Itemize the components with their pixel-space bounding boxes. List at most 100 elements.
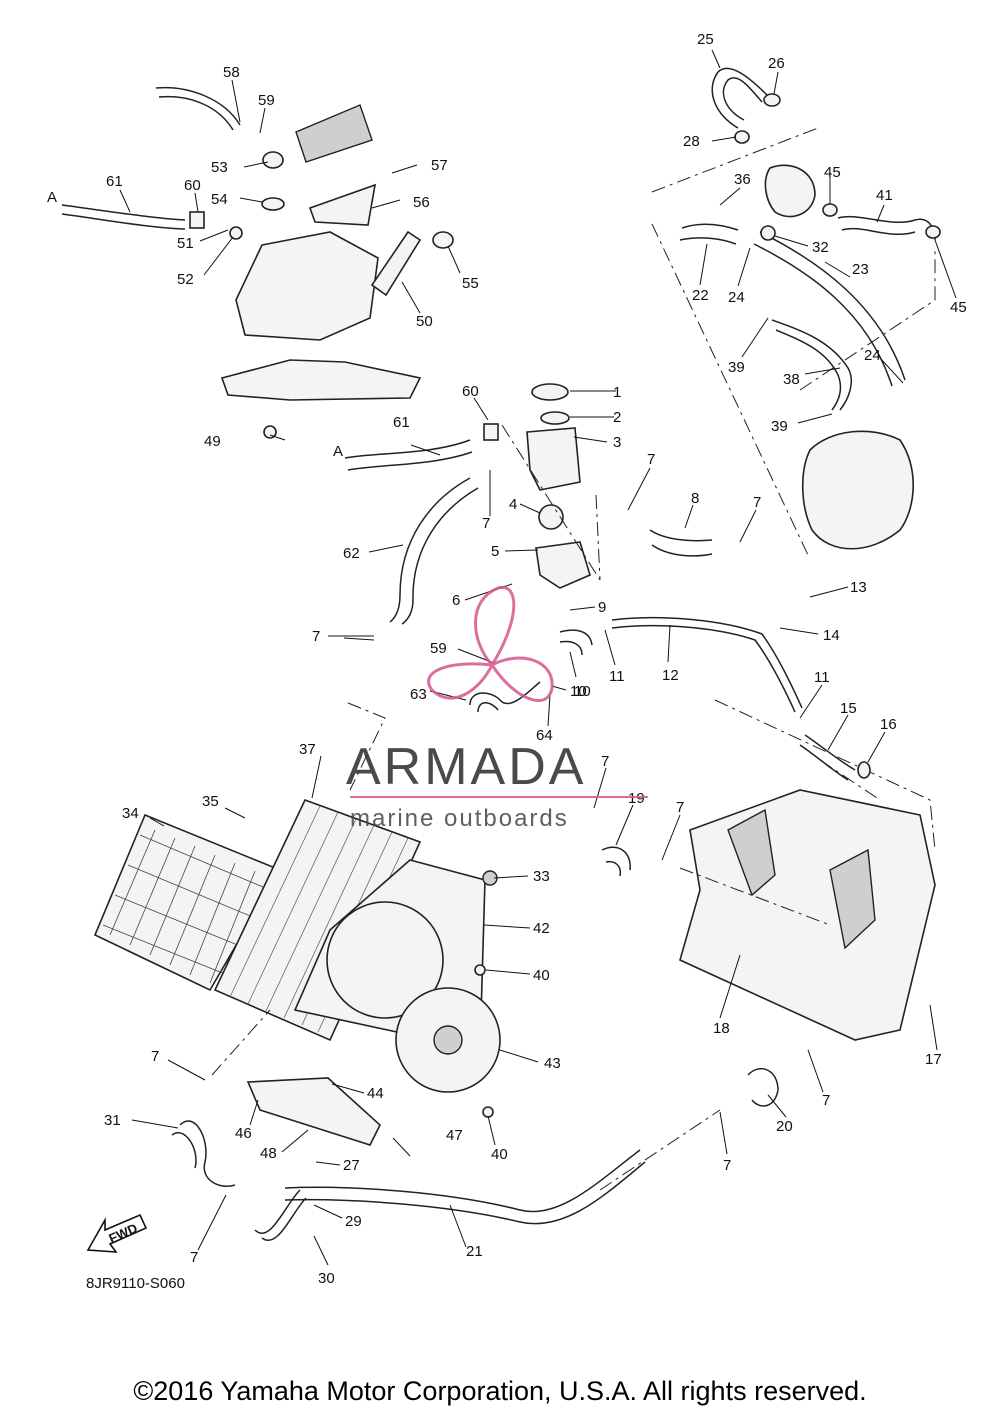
callout-6: 6	[452, 592, 460, 609]
bracket-plate-18	[679, 789, 936, 1041]
callout-54: 54	[211, 191, 228, 208]
callout-42: 42	[533, 920, 550, 937]
hose-8	[649, 529, 713, 557]
bracket-dash	[679, 759, 881, 926]
callout-3: 3	[613, 434, 621, 451]
hose-31	[171, 1120, 236, 1187]
propeller-blade-3	[427, 662, 495, 700]
clamp-28	[734, 130, 750, 144]
hose-63	[469, 681, 541, 713]
callout-7-filler: 7	[482, 515, 490, 532]
callout-61-upper: 61	[106, 173, 123, 190]
callout-36: 36	[734, 171, 751, 188]
hose-21-lower	[254, 1189, 307, 1241]
callout-41: 41	[876, 187, 893, 204]
callout-17: 17	[925, 1051, 942, 1068]
pump-bracket-dash	[651, 127, 936, 556]
callout-39-upper: 39	[728, 359, 745, 376]
propeller-blade-1	[474, 585, 516, 668]
fwd-label: FWD	[107, 1220, 140, 1246]
callout-7-duct-left: 7	[601, 753, 609, 770]
callout-57: 57	[431, 157, 448, 174]
callout-49: 49	[204, 433, 221, 450]
bolt-49	[263, 425, 277, 439]
hose-41	[837, 215, 936, 241]
propeller-logo-icon	[427, 585, 554, 703]
hose-20	[747, 1068, 779, 1107]
bracket-group	[601, 759, 936, 1107]
callout-18: 18	[713, 1020, 730, 1037]
cap-gasket-2	[540, 411, 570, 425]
callout-23: 23	[852, 261, 869, 278]
clamp-16	[857, 761, 871, 779]
reservoir-hose-58	[155, 86, 241, 131]
callout-11-left: 11	[609, 668, 625, 685]
callout-51: 51	[177, 235, 194, 252]
reservoir-tank-50	[235, 231, 379, 341]
callout-16: 16	[880, 716, 897, 733]
callout-60-upper: 60	[184, 177, 201, 194]
callout-33: 33	[533, 868, 550, 885]
watermark-title: ARMADA	[346, 738, 586, 796]
callout-7-hose62: 7	[312, 628, 320, 645]
watermark-subtitle: marine outboards	[350, 805, 569, 832]
callout-31: 31	[104, 1112, 121, 1129]
thermostat-housing-upper	[764, 164, 816, 218]
thermostat-cover-5	[535, 541, 591, 589]
callout-38: 38	[783, 371, 800, 388]
reservoir-cover-plate	[295, 104, 373, 163]
callout-10-clamp: 10	[574, 683, 591, 700]
callout-50: 50	[416, 313, 433, 330]
hose-10	[559, 629, 593, 656]
callout-22: 22	[692, 287, 709, 304]
callout-46: 46	[235, 1125, 252, 1142]
clamp-45b	[925, 225, 941, 239]
bracket-mount-right	[829, 848, 876, 950]
callout-15: 15	[840, 700, 857, 717]
propeller-blade-2	[489, 656, 554, 703]
callout-4: 4	[509, 496, 517, 513]
pipe-12	[611, 616, 803, 713]
hose-19	[601, 846, 631, 877]
callout-39-lower: 39	[771, 418, 788, 435]
filler-neck	[526, 427, 581, 491]
reservoir-spout	[370, 230, 422, 297]
leader-lines	[119, 49, 957, 1266]
thermostat-group	[344, 383, 936, 851]
water-pump-body	[801, 430, 914, 550]
hose-38	[771, 319, 852, 411]
callout-56: 56	[413, 194, 430, 211]
fwd-arrow-icon: FWD	[86, 1213, 148, 1253]
callout-25: 25	[697, 31, 714, 48]
callout-60-lower: 60	[462, 383, 479, 400]
clamp-26	[763, 93, 781, 107]
reservoir-bracket-56	[308, 183, 377, 226]
callout-52: 52	[177, 271, 194, 288]
callout-29: 29	[345, 1213, 362, 1230]
callout-59-lower: 59	[430, 640, 447, 657]
hose-61b	[344, 439, 473, 471]
fitting-60b	[483, 423, 499, 441]
callout-40-lower: 40	[491, 1146, 508, 1163]
reservoir-hose-61a	[61, 204, 186, 230]
callout-45-right: 45	[950, 299, 967, 316]
callout-9: 9	[598, 599, 606, 616]
callout-62: 62	[343, 545, 360, 562]
callout-28: 28	[683, 133, 700, 150]
callout-40-upper: 40	[533, 967, 550, 984]
reservoir-group	[61, 86, 454, 439]
callout-55: 55	[462, 275, 479, 292]
callout-24-upper: 24	[728, 289, 745, 306]
hose-25	[711, 67, 769, 129]
callout-7-hose31: 7	[151, 1048, 159, 1065]
bolt-40a	[474, 964, 486, 976]
callout-47: 47	[446, 1127, 463, 1144]
callout-53: 53	[211, 159, 228, 176]
callout-37: 37	[299, 741, 316, 758]
grommet-54	[261, 197, 285, 211]
callout-labels: 1 2 3 4 5 6 7 7 7 7 7 7 7 7 7 7 8 9 10 1…	[47, 31, 967, 1287]
reservoir-tray	[220, 359, 422, 401]
callout-7-hose8-right: 7	[753, 494, 761, 511]
radiator-dash	[211, 702, 721, 1191]
